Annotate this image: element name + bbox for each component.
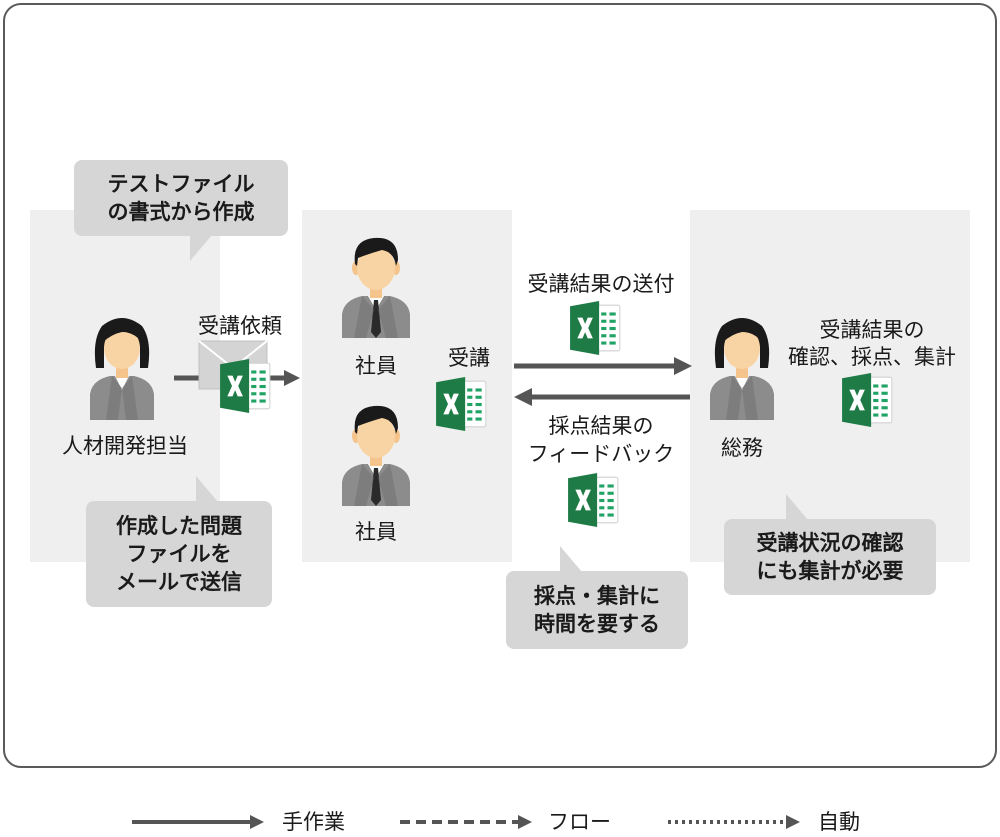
callout-create-test-tail [190, 235, 212, 261]
legend-manual-label: 手作業 [282, 810, 345, 834]
attend-arrow [514, 357, 692, 375]
callout-send-mail-line2: ファイルを [126, 542, 232, 566]
legend-manual-arrow [132, 815, 264, 829]
feedback-label-line2: フィードバック [527, 442, 675, 466]
ga-task-line1: 受講結果の [819, 318, 925, 342]
hr-label: 人材開発担当 [62, 434, 188, 458]
excel-file-icon [220, 358, 272, 414]
callout-status-check-line2: にも集計が必要 [756, 559, 904, 583]
employee-top-label: 社員 [355, 354, 397, 378]
callout-create-test: テストファイル の書式から作成 [74, 160, 288, 236]
request-label: 受講依頼 [198, 314, 282, 338]
callout-create-test-line2: の書式から作成 [107, 200, 255, 224]
callout-grading-time-tail [560, 546, 582, 572]
ga-task-line2: 確認、採点、集計 [788, 345, 956, 369]
legend-auto-arrow [668, 815, 800, 829]
attend-label: 受講 [448, 346, 490, 370]
excel-file-icon [436, 376, 488, 432]
callout-grading-time-line2: 時間を要する [534, 612, 660, 636]
excel-file-icon [568, 472, 620, 528]
excel-file-icon [570, 300, 622, 356]
general-affairs-label: 総務 [721, 436, 763, 460]
excel-file-icon [842, 372, 894, 428]
male-person-icon [336, 228, 416, 338]
callout-send-mail-line3: メールで送信 [116, 570, 242, 594]
female-person-icon [82, 310, 162, 420]
legend-flow-label: フロー [548, 810, 611, 834]
female-person-icon [702, 310, 782, 420]
callout-send-mail: 作成した問題 ファイルを メールで送信 [86, 501, 272, 607]
male-person-icon [336, 396, 416, 506]
employee-bottom-label: 社員 [355, 520, 397, 544]
callout-grading-time: 採点・集計に 時間を要する [506, 571, 688, 649]
send-results-label: 受講結果の送付 [527, 272, 675, 296]
callout-status-check: 受講状況の確認 にも集計が必要 [724, 519, 936, 595]
feedback-arrow [514, 388, 690, 406]
callout-send-mail-line1: 作成した問題 [116, 514, 242, 538]
legend-flow-arrow [400, 815, 532, 829]
callout-grading-time-line1: 採点・集計に [534, 584, 660, 608]
callout-status-check-tail [786, 494, 808, 520]
callout-status-check-line1: 受講状況の確認 [756, 531, 904, 555]
legend-auto-label: 自動 [818, 810, 860, 834]
callout-create-test-line1: テストファイル [107, 172, 255, 196]
feedback-label-line1: 採点結果の [548, 414, 654, 438]
callout-send-mail-tail [196, 476, 218, 502]
